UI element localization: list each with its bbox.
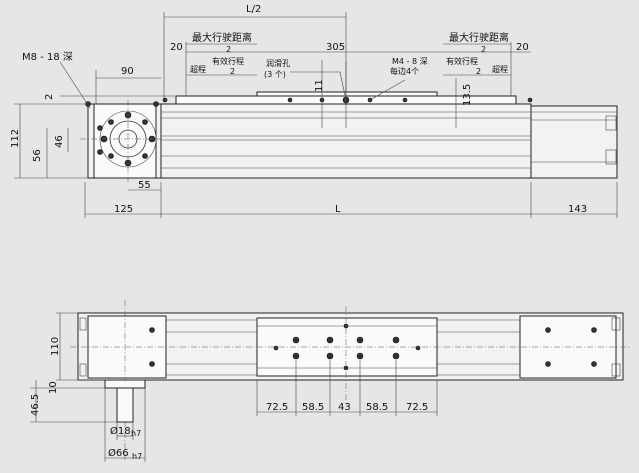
- carriage-hole: [326, 336, 334, 344]
- end-cap: [530, 105, 618, 179]
- dim-half-length: L/2: [246, 4, 261, 15]
- label-over-2: 2: [226, 45, 231, 54]
- carriage-hole: [292, 336, 300, 344]
- tap-hole: [287, 97, 293, 103]
- carriage-hole: [392, 336, 400, 344]
- dim-43: 43: [338, 402, 351, 413]
- base-hole: [545, 361, 551, 367]
- leader-line: [59, 61, 91, 109]
- dim-143: 143: [568, 204, 587, 215]
- flange-hole: [108, 119, 114, 125]
- carriage-hole: [292, 352, 300, 360]
- end-hole: [162, 97, 168, 103]
- leader-line: [369, 79, 406, 101]
- dim-56: 56: [32, 149, 43, 162]
- corner-hole: [153, 101, 159, 107]
- corner-hole: [97, 125, 103, 131]
- label-thread-note: M8 - 18 深: [22, 51, 73, 63]
- cap-slot: [605, 115, 617, 131]
- label-oil-hole-count: (3 个): [264, 70, 286, 79]
- end-slot: [79, 317, 87, 331]
- dim-125: 125: [114, 204, 133, 215]
- base-hole: [545, 327, 551, 333]
- label-over-2: 2: [230, 67, 235, 76]
- base-hole: [149, 361, 155, 367]
- base-hole: [591, 361, 597, 367]
- base-hole: [591, 327, 597, 333]
- shaft: [116, 387, 134, 423]
- dim-305: 305: [326, 42, 345, 53]
- top-view: L/2 最大行驶距离 2 20 305 最大行驶距离 2 20 超程 有效行程 …: [10, 4, 618, 218]
- base-hole: [149, 327, 155, 333]
- leader-line: [339, 71, 347, 101]
- label-effective-stroke: 有效行程: [212, 56, 244, 66]
- carriage-hole: [356, 336, 364, 344]
- end-hole: [527, 97, 533, 103]
- corner-hole: [97, 149, 103, 155]
- dim-58-5-b: 58.5: [366, 402, 388, 413]
- shaft-boss: [104, 379, 146, 389]
- dim-58-5-a: 58.5: [302, 402, 324, 413]
- dim-shaft-dia: Ø18: [110, 425, 131, 437]
- carriage-hole: [392, 352, 400, 360]
- cap-slot: [605, 149, 617, 165]
- dim-46-5: 46.5: [30, 394, 41, 416]
- label-overtravel: 超程: [492, 64, 508, 74]
- carriage-hole: [273, 345, 279, 351]
- label-max-stroke-left: 最大行驶距离: [192, 31, 252, 44]
- label-tap-note: M4 - 8 深: [392, 57, 428, 66]
- end-slot: [611, 317, 621, 331]
- label-over-2: 2: [476, 67, 481, 76]
- flange-hole: [142, 119, 148, 125]
- label-over-2: 2: [481, 45, 486, 54]
- dim-20-left: 20: [170, 42, 183, 53]
- tap-hole: [402, 97, 408, 103]
- dim-20-right: 20: [516, 42, 529, 53]
- dim-90: 90: [121, 66, 134, 77]
- label-oil-hole: 润滑孔: [266, 58, 290, 68]
- dim-46: 46: [54, 135, 65, 148]
- label-max-stroke-right: 最大行驶距离: [449, 31, 509, 44]
- dim-10: 10: [48, 381, 59, 394]
- flange-hole: [108, 153, 114, 159]
- dim-72-5-a: 72.5: [266, 402, 288, 413]
- label-overtravel: 超程: [190, 64, 206, 74]
- dim-boss-tol: h7: [132, 452, 142, 461]
- dim-110: 110: [50, 337, 61, 356]
- end-slot: [79, 363, 87, 377]
- dim-shaft-tol: h7: [131, 429, 141, 438]
- dim-55: 55: [138, 180, 151, 191]
- dim-L: L: [335, 204, 341, 215]
- end-slot: [611, 363, 621, 377]
- label-effective-stroke: 有效行程: [446, 56, 478, 66]
- carriage-hole: [326, 352, 334, 360]
- dim-13-5: 13.5: [462, 84, 473, 106]
- dim-11: 11: [314, 79, 325, 92]
- dim-2: 2: [44, 94, 55, 100]
- label-tap-count: 每边4个: [390, 66, 419, 76]
- carriage-hole: [356, 352, 364, 360]
- dim-boss-dia: Ø66: [108, 447, 129, 459]
- bottom-view: 110 10 46.5 72.5 58.5 43 58.5 72.5 Ø18 h…: [30, 300, 630, 462]
- dim-72-5-b: 72.5: [406, 402, 428, 413]
- flange-hole: [142, 153, 148, 159]
- carriage-hole: [415, 345, 421, 351]
- dim-112: 112: [10, 129, 21, 148]
